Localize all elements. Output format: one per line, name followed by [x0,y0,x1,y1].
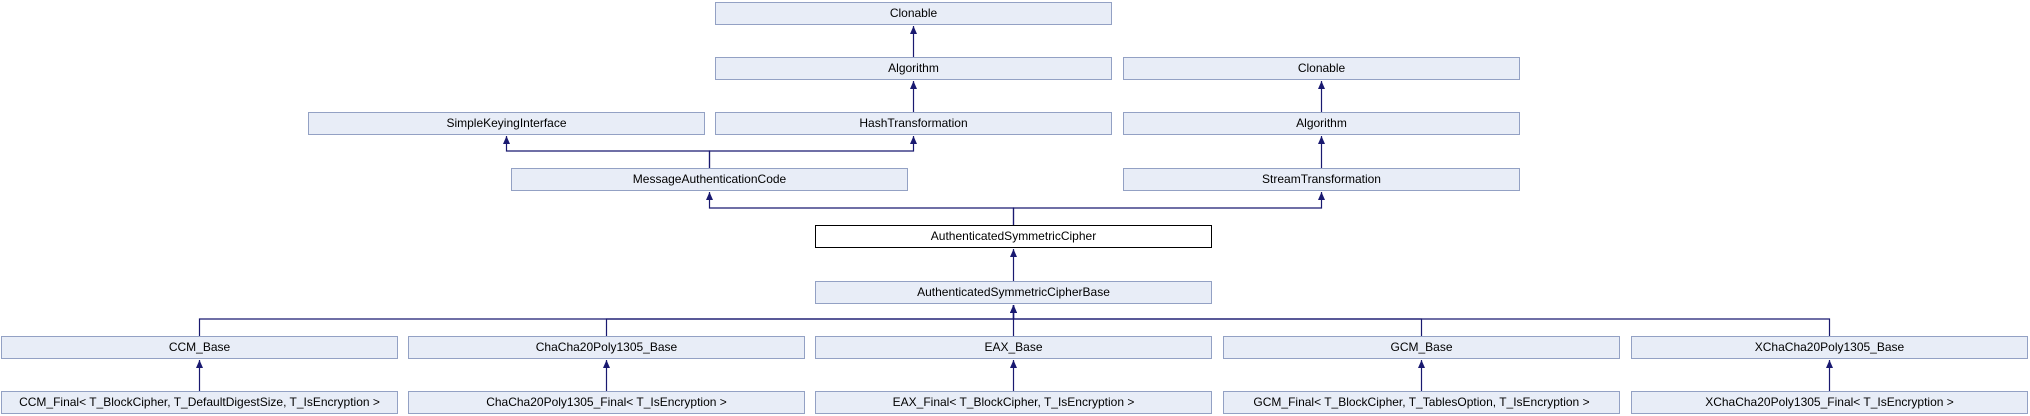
arrowhead-icon [910,26,917,34]
arrowhead-icon [1418,360,1425,368]
arrowhead-icon [1010,305,1017,313]
class-node-clonable-1[interactable]: Clonable [715,2,1112,25]
class-node-eax-base[interactable]: EAX_Base [815,336,1212,359]
arrowhead-icon [1318,136,1325,144]
arrowhead-icon [1010,360,1017,368]
arrowhead-icon [503,136,510,144]
class-node-xchacha20poly1305-final[interactable]: XChaCha20Poly1305_Final< T_IsEncryption … [1631,391,2028,414]
class-node-clonable-2[interactable]: Clonable [1123,57,1520,80]
class-node-ccm-final[interactable]: CCM_Final< T_BlockCipher, T_DefaultDiges… [1,391,398,414]
class-node-algorithm-1[interactable]: Algorithm [715,57,1112,80]
class-node-message-authentication-code[interactable]: MessageAuthenticationCode [511,168,908,191]
arrowhead-icon [706,192,713,200]
arrowhead-icon [910,136,917,144]
arrowhead-icon [1010,305,1017,313]
class-node-gcm-base[interactable]: GCM_Base [1223,336,1620,359]
inheritance-edge [1012,192,1323,225]
arrowhead-icon [1010,305,1017,313]
class-node-authenticated-symmetric-cipher-base[interactable]: AuthenticatedSymmetricCipherBase [815,281,1212,304]
inheritance-edge [505,136,711,168]
class-node-hash-transformation[interactable]: HashTransformation [715,112,1112,135]
inheritance-edge [605,305,1015,336]
class-node-chacha20poly1305-base[interactable]: ChaCha20Poly1305_Base [408,336,805,359]
arrowhead-icon [1010,305,1017,313]
class-node-eax-final[interactable]: EAX_Final< T_BlockCipher, T_IsEncryption… [815,391,1212,414]
arrowhead-icon [196,360,203,368]
arrowhead-icon [1318,81,1325,89]
class-node-gcm-final[interactable]: GCM_Final< T_BlockCipher, T_TablesOption… [1223,391,1620,414]
class-node-xchacha20poly1305-base[interactable]: XChaCha20Poly1305_Base [1631,336,2028,359]
arrowhead-icon [910,81,917,89]
inheritance-edge [708,136,915,168]
inheritance-edge [198,305,1015,336]
arrowhead-icon [603,360,610,368]
class-node-ccm-base[interactable]: CCM_Base [1,336,398,359]
inheritance-edge [1012,305,1423,336]
inheritance-edge [708,192,1015,225]
class-node-stream-transformation[interactable]: StreamTransformation [1123,168,1520,191]
class-node-authenticated-symmetric-cipher: AuthenticatedSymmetricCipher [815,225,1212,248]
class-node-chacha20poly1305-final[interactable]: ChaCha20Poly1305_Final< T_IsEncryption > [408,391,805,414]
class-node-algorithm-2[interactable]: Algorithm [1123,112,1520,135]
arrowhead-icon [1010,305,1017,313]
class-node-simple-keying-interface[interactable]: SimpleKeyingInterface [308,112,705,135]
arrowhead-icon [1826,360,1833,368]
inheritance-edge [1012,305,1831,336]
arrowhead-icon [1318,192,1325,200]
arrowhead-icon [1010,249,1017,257]
